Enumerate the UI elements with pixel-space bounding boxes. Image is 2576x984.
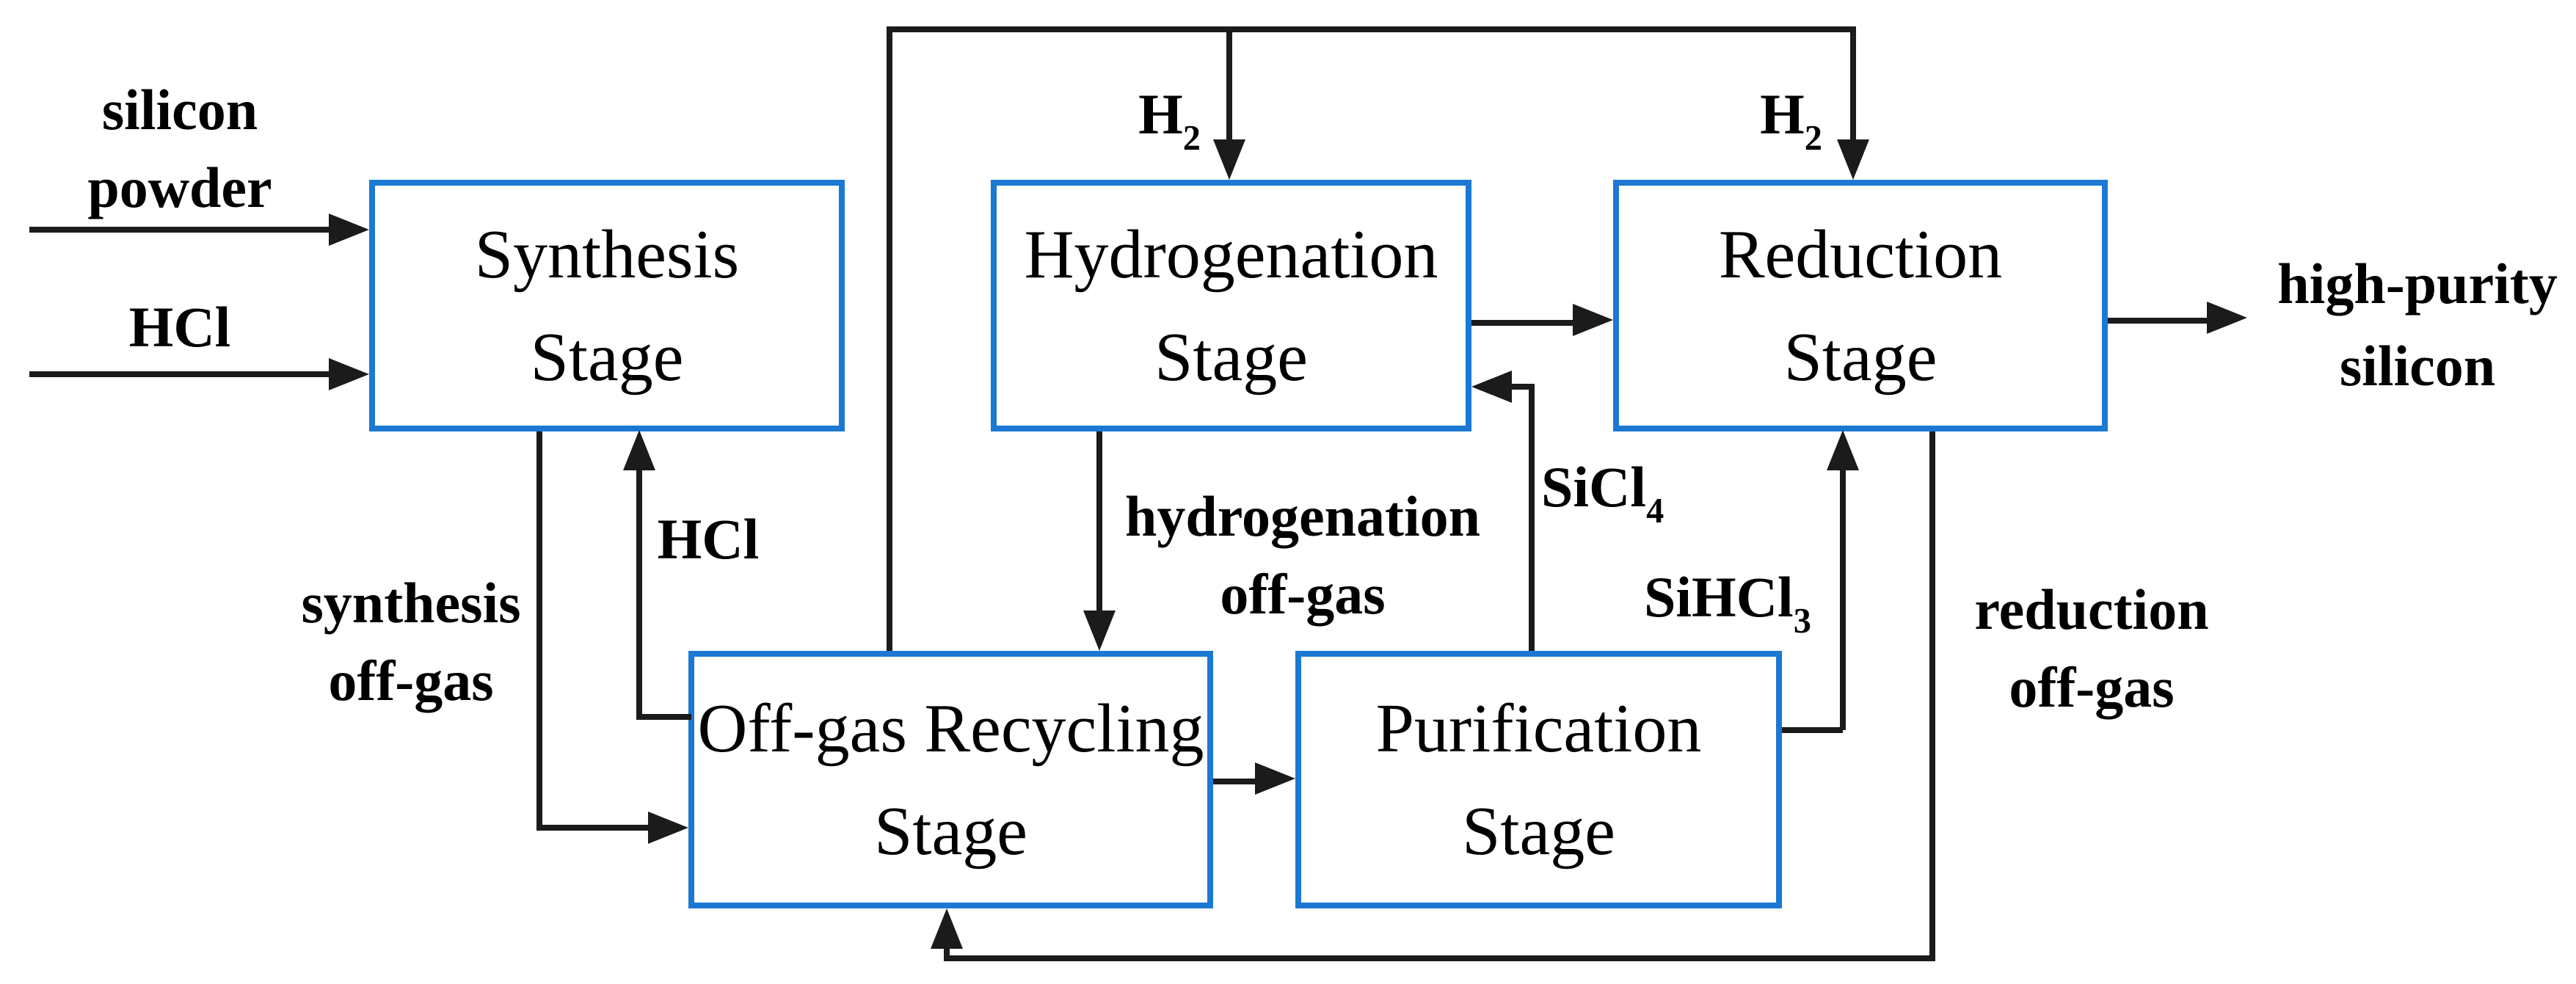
box-label-line2: Stage [1783,318,1938,396]
arrowhead-synthesis-offgas-icon [648,812,688,844]
flow-sihcl3-vline [1840,470,1846,730]
arrowhead-hcl-feed-icon [329,358,369,390]
flow-h2-drop-hydrogenation-vline [1226,26,1232,141]
flow-sicl4-vline [1529,384,1535,651]
arrowhead-silicon-powder-icon [329,214,369,246]
label-h2-reduction: H2 [1760,82,1822,158]
arrowhead-h2-hydrogenation-icon [1213,139,1245,180]
box-offgas-recycling-stage: Off-gas Recycling Stage [688,651,1213,908]
flow-offgas-to-purification-line [1213,779,1256,784]
label-silicon-powder: silicon powder [87,78,272,219]
flow-high-purity-silicon-line [2108,318,2207,324]
arrowhead-hydrogenation-offgas-icon [1083,611,1116,651]
box-label-line2: Stage [874,792,1027,870]
label-hydrogenation-offgas: hydrogenation off-gas [1125,484,1480,626]
label-reduction-offgas: reduction off-gas [1974,577,2209,719]
arrowhead-hydrogenation-to-reduction-icon [1573,304,1613,336]
flow-hydrogenation-offgas-vline [1096,431,1102,612]
box-label-line2: Stage [1462,792,1615,870]
arrowhead-offgas-to-purification-icon [1255,762,1295,795]
arrowhead-reduction-offgas-icon [931,908,963,949]
flow-reduction-offgas-vline [1929,431,1935,961]
label-synthesis-offgas: synthesis off-gas [301,571,521,713]
box-label-line1: Reduction [1718,216,2003,293]
flow-h2-header-hline [887,26,1856,32]
flow-sicl4-hline [1506,384,1535,390]
box-label-line2: Stage [1154,318,1308,396]
label-sihcl3: SiHCl3 [1644,565,1811,641]
flow-silicon-powder-line [29,227,330,233]
flow-h2-drop-reduction-vline [1850,26,1856,141]
flow-hcl-recycle-hline [636,714,691,720]
flow-hcl-recycle-vline [636,470,642,720]
box-label-line1: Purification [1375,690,1702,767]
flow-sihcl3-hline [1782,727,1843,733]
box-hydrogenation-stage: Hydrogenation Stage [991,180,1471,431]
box-purification-stage: Purification Stage [1295,651,1782,908]
label-hcl-recycle: HCl [657,507,760,571]
arrowhead-high-purity-silicon-icon [2207,302,2247,334]
flow-reduction-offgas-stub [944,947,950,958]
arrowhead-h2-reduction-icon [1837,139,1869,180]
flow-synthesis-offgas-vline [536,431,542,828]
box-label-line1: Off-gas Recycling [697,690,1204,767]
arrowhead-sihcl3-icon [1827,430,1859,470]
box-reduction-stage: Reduction Stage [1613,180,2108,431]
label-sicl4: SiCl4 [1541,455,1664,531]
box-label-line1: Hydrogenation [1024,216,1438,293]
flow-synthesis-offgas-hline [536,825,648,831]
flow-hydrogenation-to-reduction-line [1471,320,1574,326]
box-synthesis-stage: Synthesis Stage [369,180,845,431]
flow-reduction-offgas-hline [944,955,1935,961]
label-hcl-feed: HCl [128,295,231,359]
arrowhead-sicl4-icon [1471,371,1512,403]
box-label-line1: Synthesis [474,216,740,293]
flow-hcl-feed-line [29,371,330,377]
box-label-line2: Stage [530,318,684,396]
arrowhead-hcl-recycle-icon [623,430,655,470]
label-high-purity-silicon: high-purity silicon [2277,252,2558,398]
label-h2-hydrogenation: H2 [1138,82,1201,158]
flow-h2-riser-vline [887,26,892,651]
